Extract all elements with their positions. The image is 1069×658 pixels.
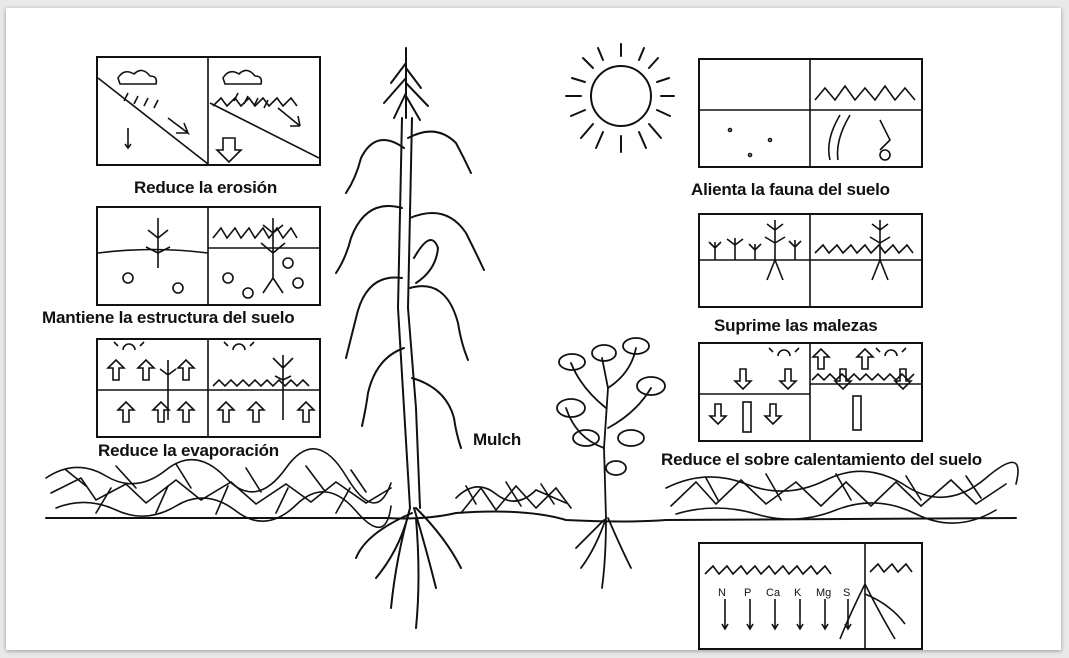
thermometer-icon <box>743 402 751 432</box>
thermometer-icon <box>853 396 861 430</box>
panel-erosion <box>96 56 321 166</box>
panel-weeds <box>698 213 923 308</box>
panel-evaporation <box>96 338 321 438</box>
maize-plant <box>336 48 484 628</box>
sun-icon <box>769 348 799 356</box>
label-mulch: Mulch <box>473 430 521 450</box>
label-weeds: Suprime las malezas <box>714 316 877 336</box>
nutrient-label: K <box>794 587 802 599</box>
mulch-right <box>666 462 1018 523</box>
nutrient-label: N <box>718 587 726 599</box>
label-fauna: Alienta la fauna del suelo <box>691 180 890 200</box>
nutrient-label: Mg <box>816 587 831 599</box>
label-structure: Mantiene la estructura del suelo <box>42 308 294 328</box>
cloud-icon <box>118 70 156 84</box>
label-heat: Reduce el sobre calentamiento del suelo <box>661 450 982 470</box>
panel-fauna <box>698 58 923 168</box>
weeds-illustration <box>700 215 921 306</box>
mulch-middle <box>456 482 571 513</box>
heat-illustration <box>700 344 921 440</box>
insect-icon <box>880 120 890 150</box>
nutrients-illustration: N P Ca K Mg S <box>700 544 921 648</box>
fauna-illustration <box>700 60 921 166</box>
sun-icon <box>224 342 254 350</box>
sun-icon <box>114 342 144 350</box>
bean-plant <box>557 338 665 588</box>
arrow-icon <box>217 138 241 162</box>
nutrient-label: Ca <box>766 587 781 599</box>
sun-icon <box>876 348 906 356</box>
nutrient-label: S <box>843 587 850 599</box>
ground-line <box>46 512 1016 522</box>
panel-heat <box>698 342 923 442</box>
sun-icon <box>566 44 674 152</box>
label-erosion: Reduce la erosión <box>134 178 277 198</box>
structure-illustration <box>98 208 319 304</box>
arrow-icon <box>278 108 300 126</box>
panel-structure <box>96 206 321 306</box>
diagram-frame: Reduce la erosión Mantiene la estructura… <box>6 8 1061 650</box>
cloud-icon <box>223 70 261 84</box>
erosion-illustration <box>98 58 319 164</box>
nutrient-label: P <box>744 587 751 599</box>
arrow-icon <box>168 118 188 133</box>
evaporation-illustration <box>98 340 319 436</box>
worm-icon <box>829 115 840 160</box>
panel-nutrients: N P Ca K Mg S <box>698 542 923 650</box>
label-evaporation: Reduce la evaporación <box>98 441 279 461</box>
